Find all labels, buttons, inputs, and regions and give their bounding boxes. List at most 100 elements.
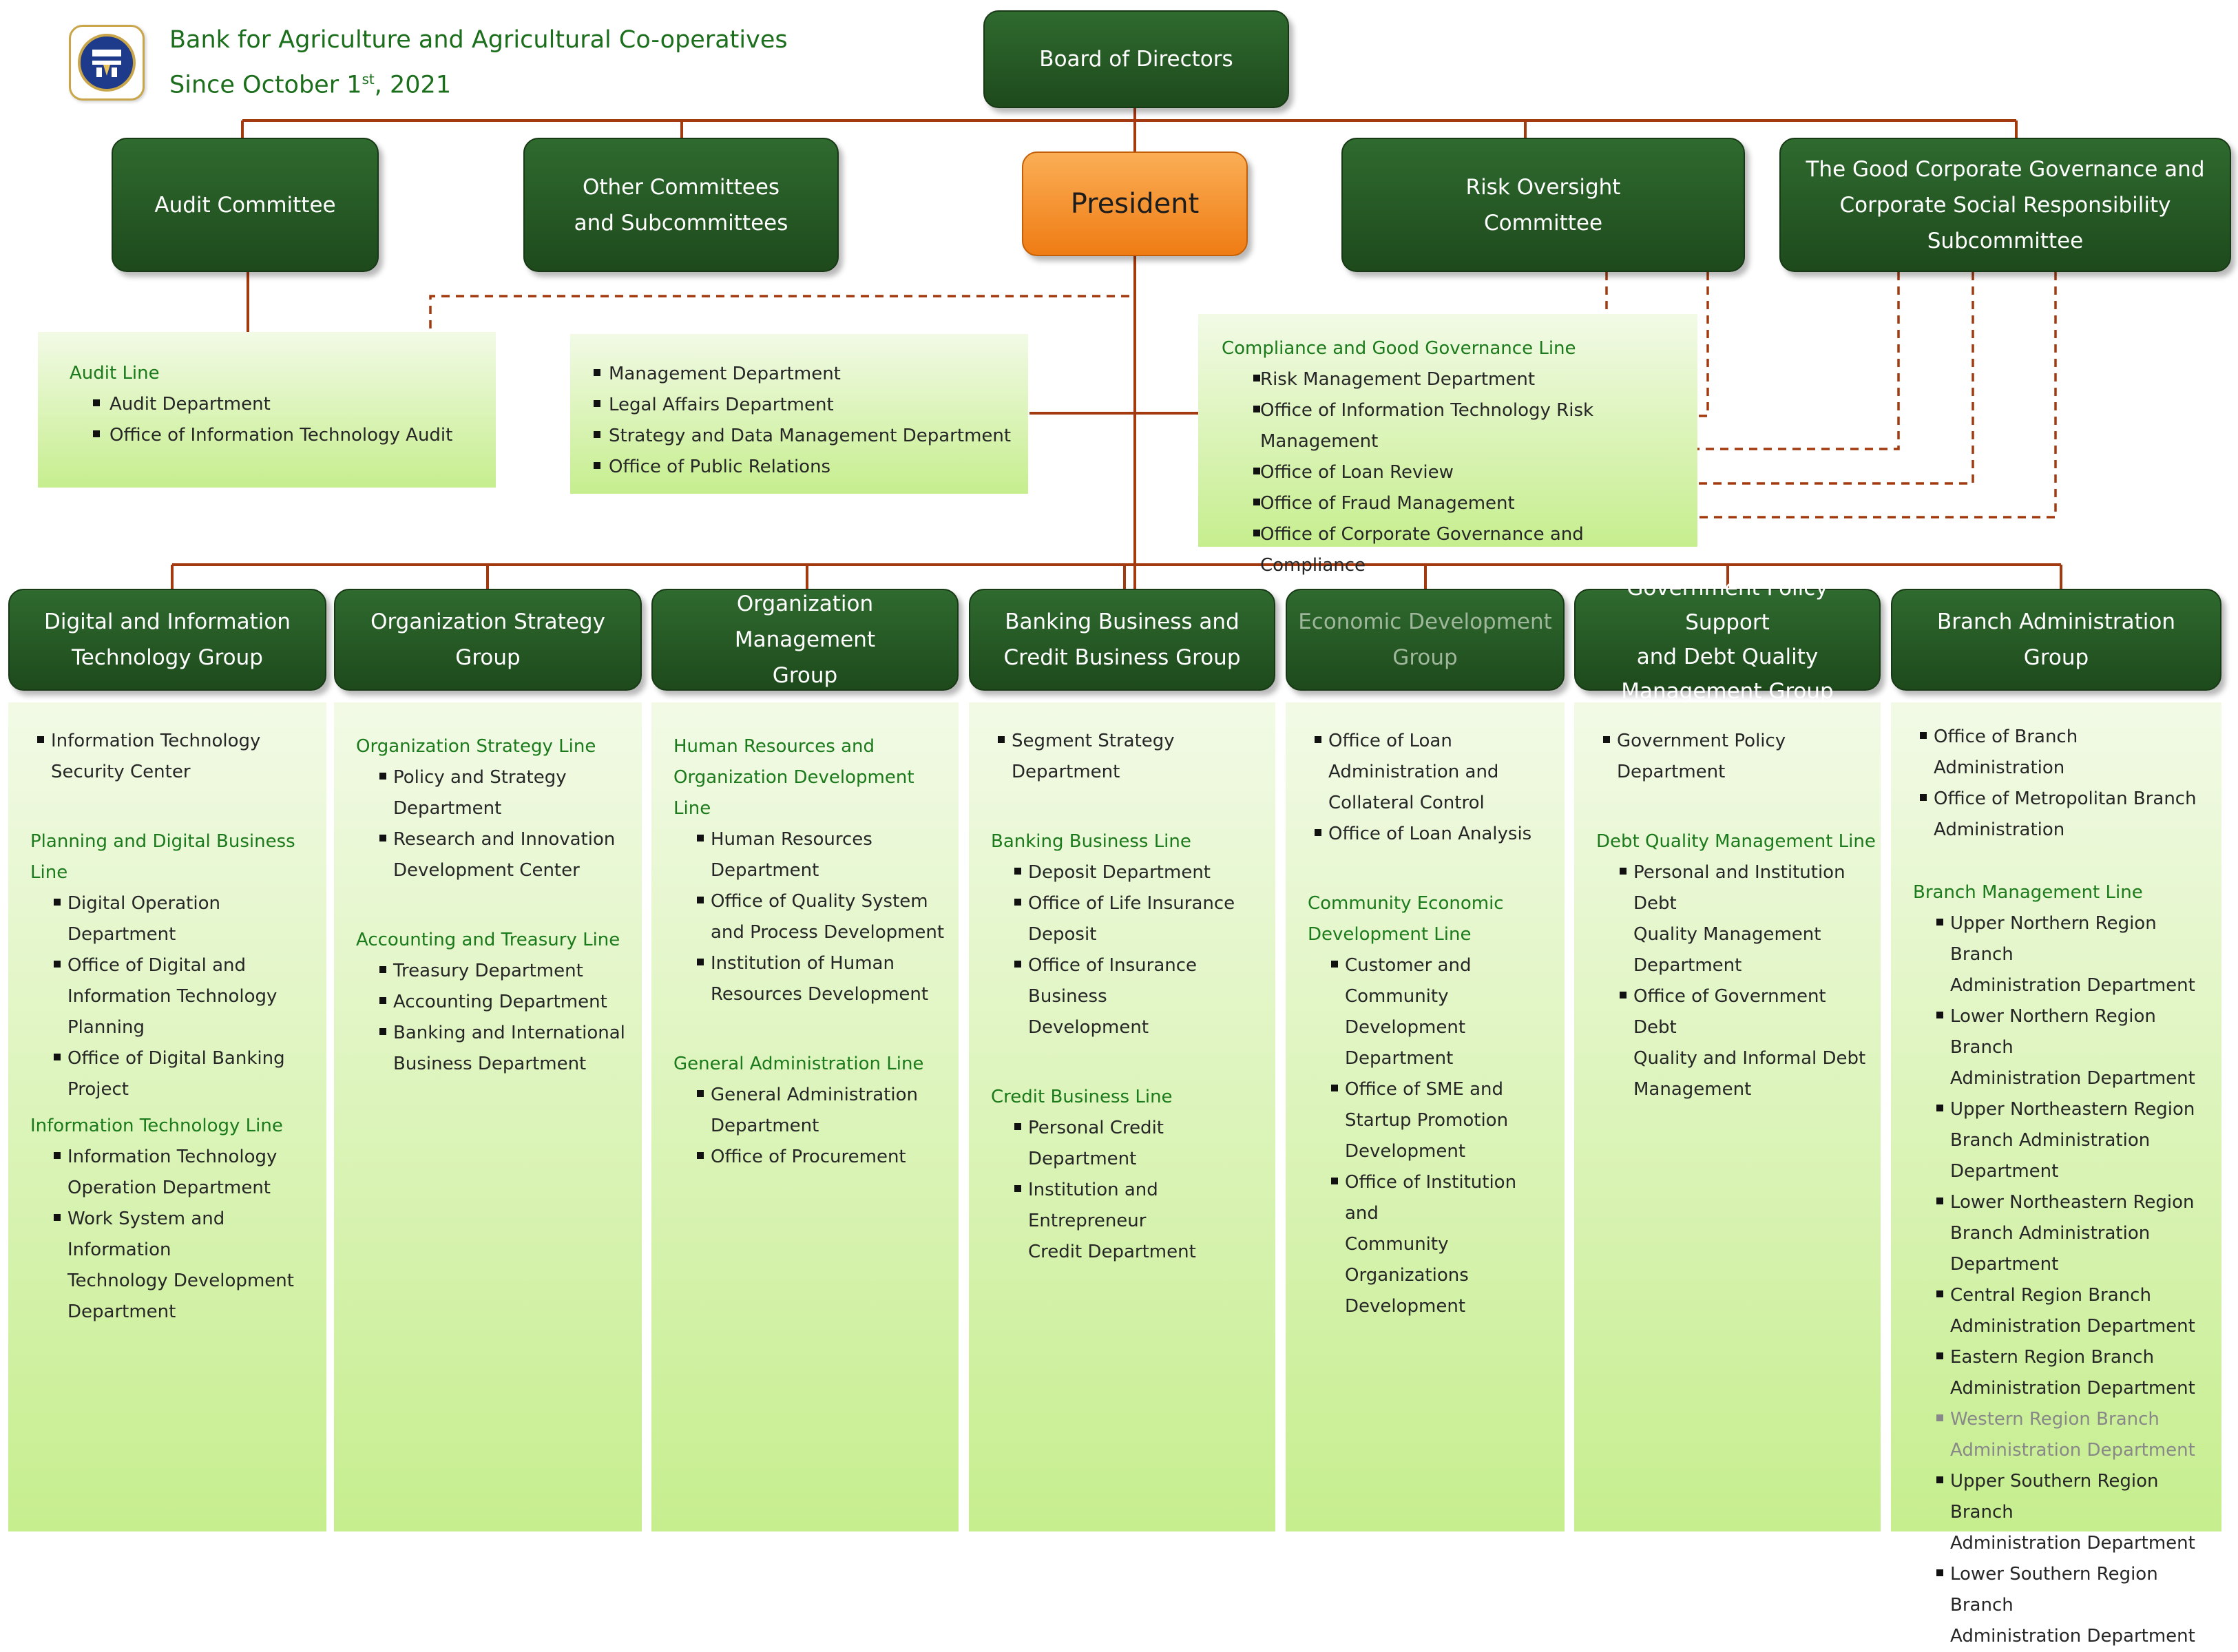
governance-line-3: Subcommittee [1927,228,2084,253]
item-line: Quality Management [1633,924,1821,945]
group-banking-credit-panel: Segment Strategy Department Banking Busi… [969,702,1275,1531]
title-line: Credit Business Line [991,1087,1173,1107]
item-line: Office of Institution and [1345,1172,1517,1224]
line-title: Debt Quality Management Line [1574,826,1881,857]
title-line: Line [30,862,68,883]
line-title: Banking Business Line [969,826,1275,857]
item-line: Administration Department [1950,1626,2195,1646]
compliance-line-panel: Compliance and Good Governance Line Risk… [1198,314,1697,576]
item-line: Administration Department [1950,1316,2195,1337]
title-line: Debt Quality Management Line [1596,831,1876,852]
other-committees-line-1: Other Committees [582,174,780,200]
item-line: Government Policy Department [1617,731,1786,782]
group-label-line: Government Policy Support [1627,576,1828,635]
group-label-line: Branch Administration [1936,609,2176,634]
spacer [334,886,642,919]
item-line: Office of Life Insurance [1028,893,1235,914]
item-line: Startup Promotion [1345,1110,1509,1131]
line-title: Branch Management Line [1891,877,2221,908]
item-line: Operation Department [67,1178,271,1198]
other-committees-node[interactable]: Other Committees and Subcommittees [523,138,839,272]
item-line: Office of Procurement [711,1147,906,1167]
risk-oversight-committee-node[interactable]: Risk Oversight Committee [1341,138,1745,272]
item-line: and Process Development [711,922,945,943]
item-line: Development Center [393,860,580,881]
governance-line-2: Corporate Social Responsibility [1839,192,2171,218]
audit-committee-node[interactable]: Audit Committee [112,138,379,272]
president-label: President [1070,188,1200,220]
item-line: Community [1345,1234,1449,1255]
item-line: Institution and Entrepreneur [1028,1180,1158,1231]
title-line: Line [673,798,711,819]
item-line: Department [1950,1254,2059,1275]
spacer [1891,846,2221,872]
group-label-line: Group [1392,645,1458,670]
item-line: Development [1345,1017,1466,1038]
audit-department: Audit Department [38,389,496,420]
item-line: Eastern Region Branch [1950,1347,2155,1368]
item-line: Office of Government Debt [1633,986,1826,1038]
item-line: Digital Operation [67,893,220,914]
president-node[interactable]: President [1022,151,1248,256]
item-line: Administration Department [1950,1533,2195,1554]
item-line: Organizations [1345,1265,1469,1286]
item-line: Information Technology [67,1147,278,1167]
spacer [8,788,326,821]
title-line: Community Economic [1308,893,1504,914]
office-corporate-governance: Office of Corporate Governance and Compl… [1198,519,1697,581]
baac-logo [69,25,145,101]
spacer [969,788,1275,821]
title-line: Human Resources and [673,736,875,757]
title-line: Accounting and Treasury Line [356,930,620,950]
line-title: Accounting and Treasury Line [334,925,642,956]
item-line: General Administration [711,1085,918,1105]
item-line: Office of Metropolitan Branch [1934,788,2197,809]
governance-subcommittee-node[interactable]: The Good Corporate Governance and Corpor… [1779,138,2231,272]
list-item: Office of Procurement [651,1142,959,1173]
spacer [651,1010,959,1043]
item-line: Accounting Department [393,992,607,1012]
item-line: Technology Development [67,1271,294,1291]
baac-emblem-icon [78,34,136,92]
item-line: Treasury Department [393,961,583,981]
item-line: Administration [1934,819,2065,840]
item-line: Administration Department [1950,1068,2195,1089]
compliance-line-title: Compliance and Good Governance Line [1222,338,1576,359]
item-line: Human Resources [711,829,872,850]
legal-affairs-department: Legal Affairs Department [570,390,1028,421]
audit-committee-label: Audit Committee [154,192,336,218]
risk-oversight-line-1: Risk Oversight [1465,174,1621,200]
item-line: Department [67,1301,176,1322]
board-of-directors-node[interactable]: Board of Directors [983,10,1289,108]
item-line: Department [393,798,502,819]
list-item: Segment Strategy Department [969,726,1275,788]
item-line: Lower Northern Region Branch [1950,1006,2156,1058]
item-line: Institution of Human [711,953,895,974]
